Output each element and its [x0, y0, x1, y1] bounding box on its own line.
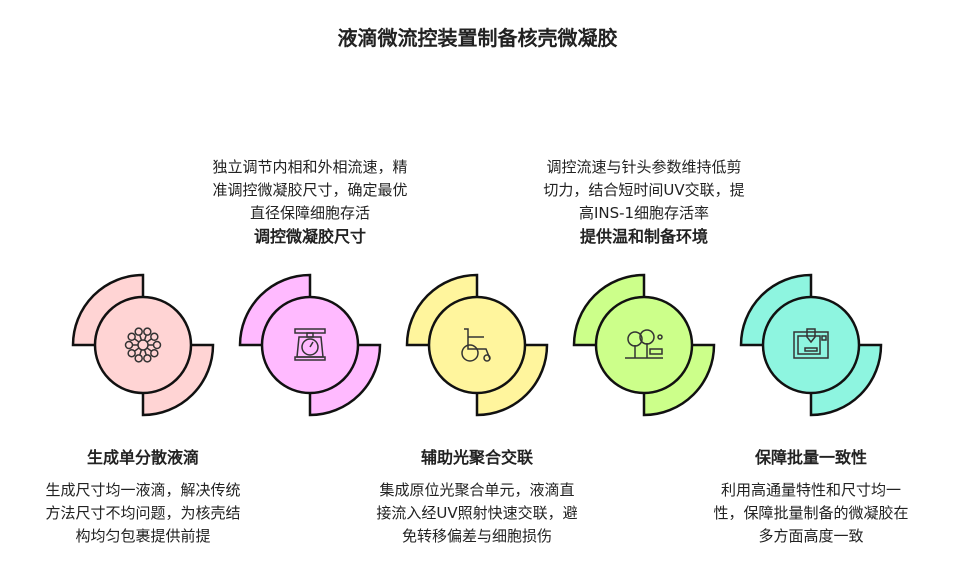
step-heading: 提供温和制备环境 — [579, 227, 708, 246]
step-circle — [260, 295, 360, 395]
step-shape-4 — [572, 273, 716, 417]
step-text-5: 保障批量一致性利用高通量特性和尺寸均一性，保障批量制备的微凝胶在多方面高度一致 — [681, 446, 941, 548]
step-heading: 辅助光聚合交联 — [420, 448, 533, 467]
step-shape-3 — [405, 273, 549, 417]
step-heading: 生成单分散液滴 — [86, 448, 199, 467]
step-text-2: 独立调节内相和外相流速，精准调控微凝胶尺寸，确定最优直径保障细胞存活调控微凝胶尺… — [180, 156, 440, 248]
step-shape-2 — [238, 273, 382, 417]
step-shape-1 — [71, 273, 215, 417]
step-description-line: 性，保障批量制备的微凝胶在 — [713, 504, 909, 522]
step-description-line: 接流入经UV照射快速交联，避 — [376, 504, 578, 522]
step-description-line: 生成尺寸均一液滴，解决传统 — [45, 481, 241, 499]
step-description-line: 多方面高度一致 — [758, 527, 864, 545]
step-description-line: 免转移偏差与细胞损伤 — [401, 527, 552, 545]
step-text-1: 生成单分散液滴生成尺寸均一液滴，解决传统方法尺寸不均问题，为核壳结构均匀包裹提供… — [13, 446, 273, 548]
step-description-line: 调控流速与针头参数维持低剪 — [546, 158, 742, 176]
diagram-title: 液滴微流控装置制备核壳微凝胶 — [337, 26, 618, 50]
step-description-line: 构均匀包裹提供前提 — [75, 527, 211, 545]
step-circle — [427, 295, 527, 395]
wheelchair-icon — [461, 328, 491, 362]
scale-icon — [294, 328, 326, 361]
step-circle — [93, 295, 193, 395]
step-text-3: 辅助光聚合交联集成原位光聚合单元，液滴直接流入经UV照射快速交联，避免转移偏差与… — [347, 446, 607, 548]
step-heading: 调控微凝胶尺寸 — [253, 227, 366, 246]
step-circle — [761, 295, 861, 395]
step-description-line: 利用高通量特性和尺寸均一 — [720, 481, 901, 499]
step-description-line: 独立调节内相和外相流速，精 — [212, 158, 408, 176]
step-description-line: 高INS-1细胞存活率 — [578, 204, 710, 222]
step-description-line: 切力，结合短时间UV交联，提 — [543, 181, 745, 199]
network-icon — [124, 327, 162, 363]
step-text-4: 调控流速与针头参数维持低剪切力，结合短时间UV交联，提高INS-1细胞存活率提供… — [514, 156, 774, 248]
step-description-line: 准调控微凝胶尺寸，确定最优 — [212, 181, 408, 199]
step-shape-5 — [739, 273, 883, 417]
3d-printer-icon — [793, 328, 829, 359]
step-description-line: 方法尺寸不均问题，为核壳结 — [45, 504, 241, 522]
step-description-line: 直径保障细胞存活 — [249, 204, 370, 222]
step-description-line: 集成原位光聚合单元，液滴直 — [379, 481, 575, 499]
step-circle — [594, 295, 694, 395]
park-icon — [625, 329, 663, 359]
step-heading: 保障批量一致性 — [754, 448, 867, 467]
